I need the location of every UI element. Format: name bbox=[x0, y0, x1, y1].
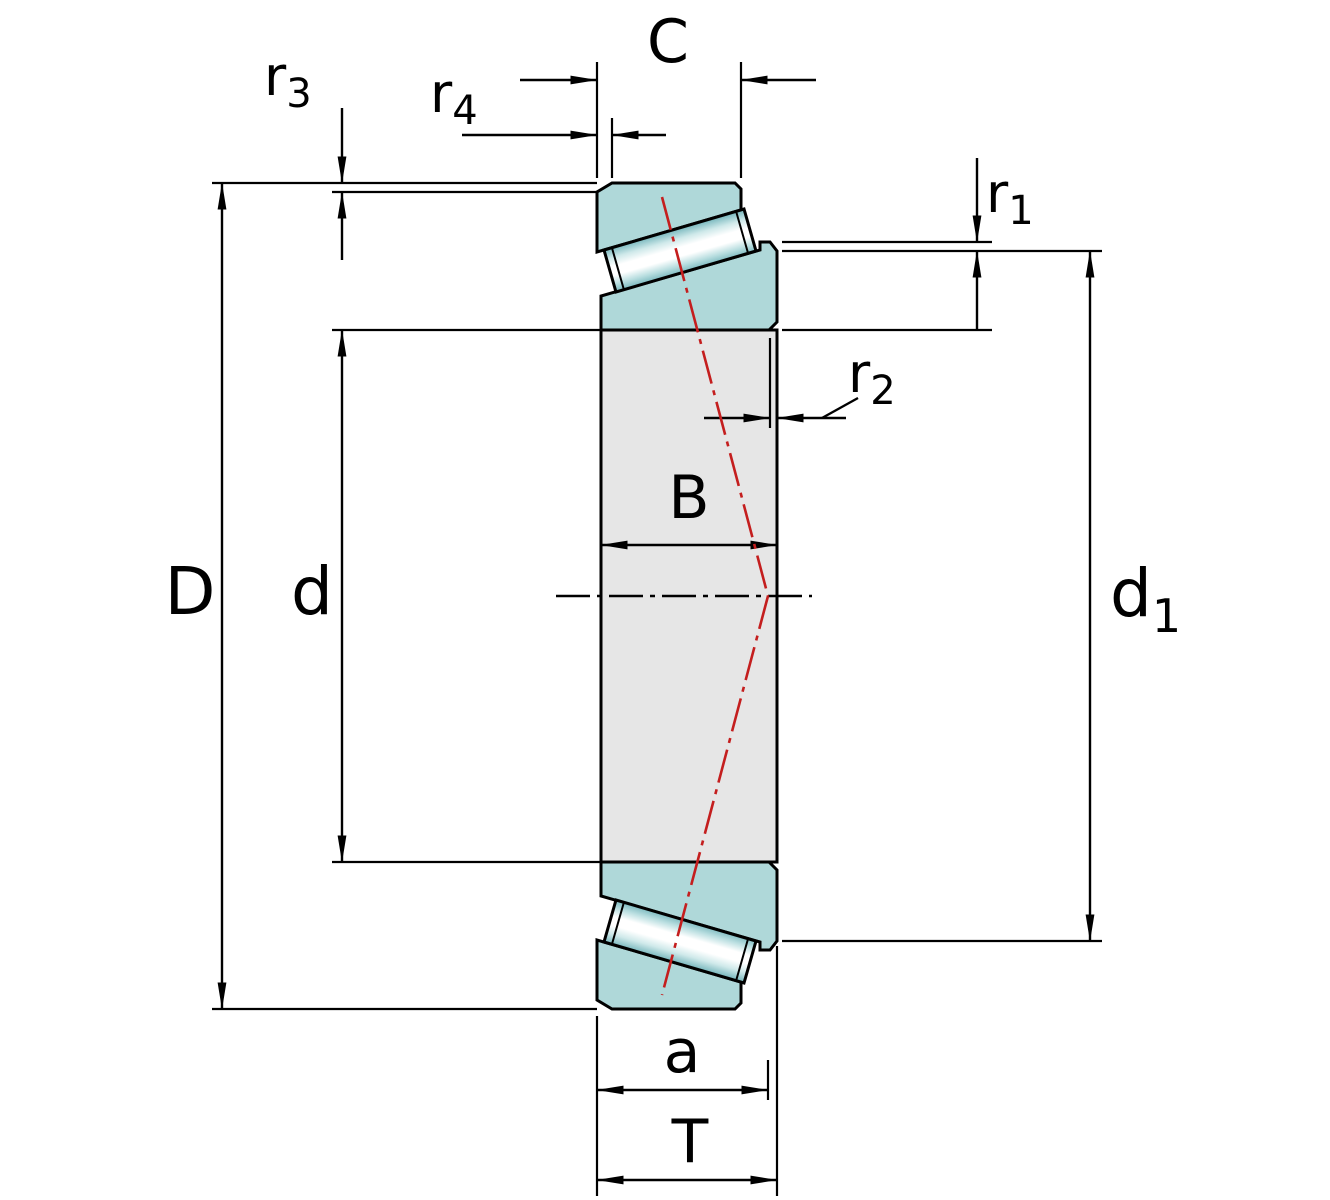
dimension-r3: r3 bbox=[264, 45, 347, 260]
dimension-d1: d1 bbox=[1085, 250, 1181, 942]
label-B: B bbox=[668, 463, 709, 533]
roller-end-edge bbox=[611, 247, 625, 291]
pressure-line-bottom bbox=[660, 595, 770, 996]
dimension-d: d bbox=[291, 329, 347, 863]
label-r4: r4 bbox=[430, 62, 478, 134]
label-T: T bbox=[671, 1107, 709, 1177]
dimension-D: D bbox=[165, 182, 227, 1010]
dimension-B: B bbox=[600, 463, 778, 550]
dimension-T: T bbox=[596, 1107, 778, 1185]
dimension-r4: r4 bbox=[430, 62, 666, 140]
label-d: d bbox=[291, 553, 333, 630]
roller-end-edge bbox=[735, 938, 749, 982]
pressure-line-top bbox=[660, 196, 770, 597]
label-D: D bbox=[165, 553, 216, 630]
label-d1: d1 bbox=[1110, 555, 1181, 643]
label-r3: r3 bbox=[264, 45, 312, 117]
label-r2: r2 bbox=[848, 342, 896, 414]
tapered-roller-top bbox=[602, 207, 758, 294]
tapered-roller-bottom bbox=[602, 898, 758, 985]
label-r1: r1 bbox=[986, 162, 1034, 234]
centerlines bbox=[556, 196, 812, 996]
dimension-C: C bbox=[520, 7, 816, 85]
dimension-r1: r1 bbox=[972, 158, 1034, 330]
label-C: C bbox=[647, 7, 689, 77]
roller-end-edge bbox=[735, 210, 749, 254]
label-a: a bbox=[664, 1017, 701, 1087]
dimension-a: a bbox=[596, 1017, 769, 1095]
leader-line-r2 bbox=[821, 396, 859, 420]
roller-end-edge bbox=[611, 901, 625, 945]
dimension-r2: r2 bbox=[704, 342, 896, 423]
